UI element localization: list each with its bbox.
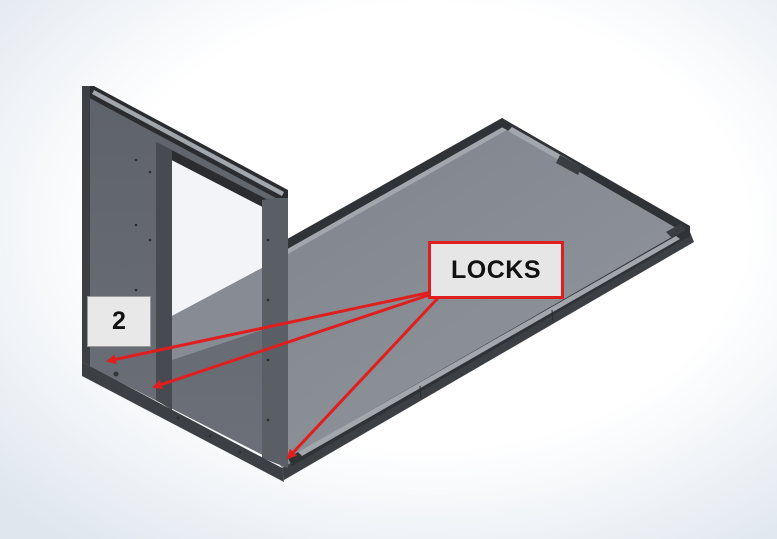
fastener-dot — [148, 170, 152, 174]
arrow-to-wall-lock — [106, 290, 433, 365]
arrow-to-floor-lock — [286, 296, 440, 460]
fastener-dot — [148, 238, 152, 242]
floor-seam-2 — [551, 309, 554, 323]
fastener-dot — [134, 288, 138, 292]
count-callout: 2 — [87, 296, 151, 347]
fastener-dot — [113, 371, 119, 377]
floor-front-edge — [282, 232, 694, 480]
floor-rail-front-highlight — [298, 236, 680, 456]
door-frame-right — [262, 196, 288, 468]
fastener-dot — [208, 434, 212, 438]
fastener-dot — [134, 223, 138, 227]
fastener-dot — [266, 238, 270, 242]
fastener-dot — [266, 418, 270, 422]
fastener-dot — [266, 358, 270, 362]
fastener-dot — [238, 450, 242, 454]
wall-top-rail-highlight — [92, 90, 284, 196]
wall-base — [82, 362, 284, 482]
doorway-floor-view — [172, 268, 262, 360]
fastener-dot — [134, 158, 138, 162]
corner-bracket-right — [666, 224, 686, 238]
corner-bracket-back — [556, 155, 582, 175]
locks-callout: LOCKS — [428, 241, 564, 299]
lock-arrows — [106, 290, 440, 460]
fastener-dot — [266, 298, 270, 302]
floor-seam-1 — [419, 385, 422, 399]
arrow-to-door-lock — [152, 292, 433, 390]
wall-panel — [82, 86, 288, 482]
fastener-dot — [176, 416, 180, 420]
door-frame-left — [156, 142, 172, 410]
door-frame-top — [156, 142, 280, 216]
